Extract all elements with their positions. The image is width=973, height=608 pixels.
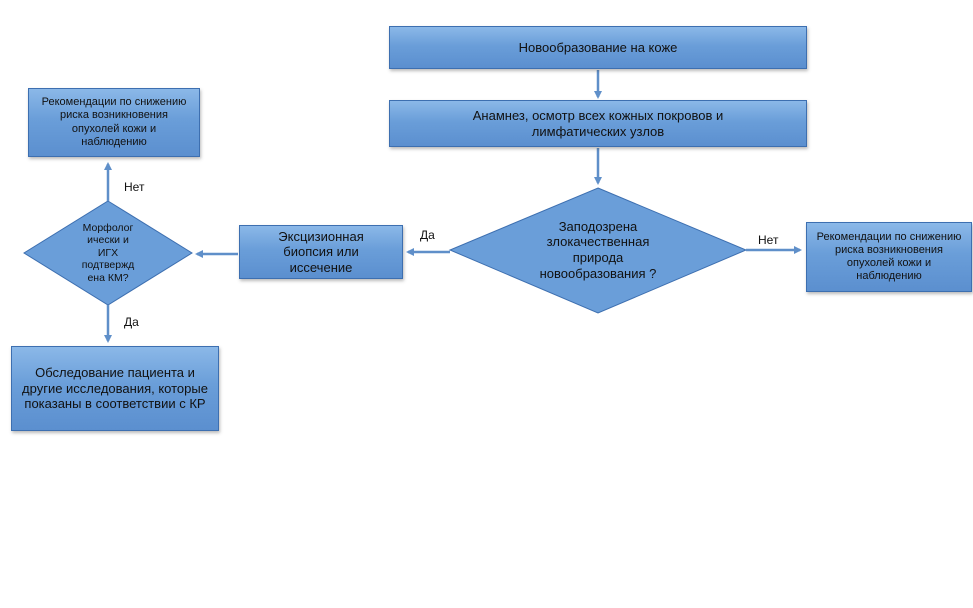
node-recommendations-right: Рекомендации по снижению риска возникнов… [806, 222, 972, 292]
node-excision: Эксцизионная биопсия или иссечение [239, 225, 403, 279]
malignancy-decision-diamond [448, 187, 748, 314]
morphology-line: ически и [87, 234, 129, 247]
node-recommendations-left: Рекомендации по снижению риска возникнов… [28, 88, 200, 157]
node-anamnesis: Анамнез, осмотр всех кожных покровов и л… [389, 100, 807, 147]
morphology-decision-text: Морфолог ически и ИГХ подтвержд ена КМ? [60, 209, 156, 297]
morphology-line: ИГХ [97, 246, 119, 259]
edge-label-malignancy-no: Нет [758, 233, 779, 247]
edge-label-morphology-no: Нет [124, 180, 145, 194]
edge-label-malignancy-yes: Да [420, 228, 435, 242]
morphology-line: Морфолог [82, 221, 134, 234]
node-examination: Обследование пациента и другие исследова… [11, 346, 219, 431]
malignancy-decision-text: Заподозрена злокачественная природа ново… [539, 218, 657, 281]
morphology-line: подтвержд [81, 259, 135, 272]
edge-label-morphology-yes: Да [124, 315, 139, 329]
morphology-line: ена КМ? [87, 271, 129, 284]
node-skin-neoplasm: Новообразование на коже [389, 26, 807, 69]
